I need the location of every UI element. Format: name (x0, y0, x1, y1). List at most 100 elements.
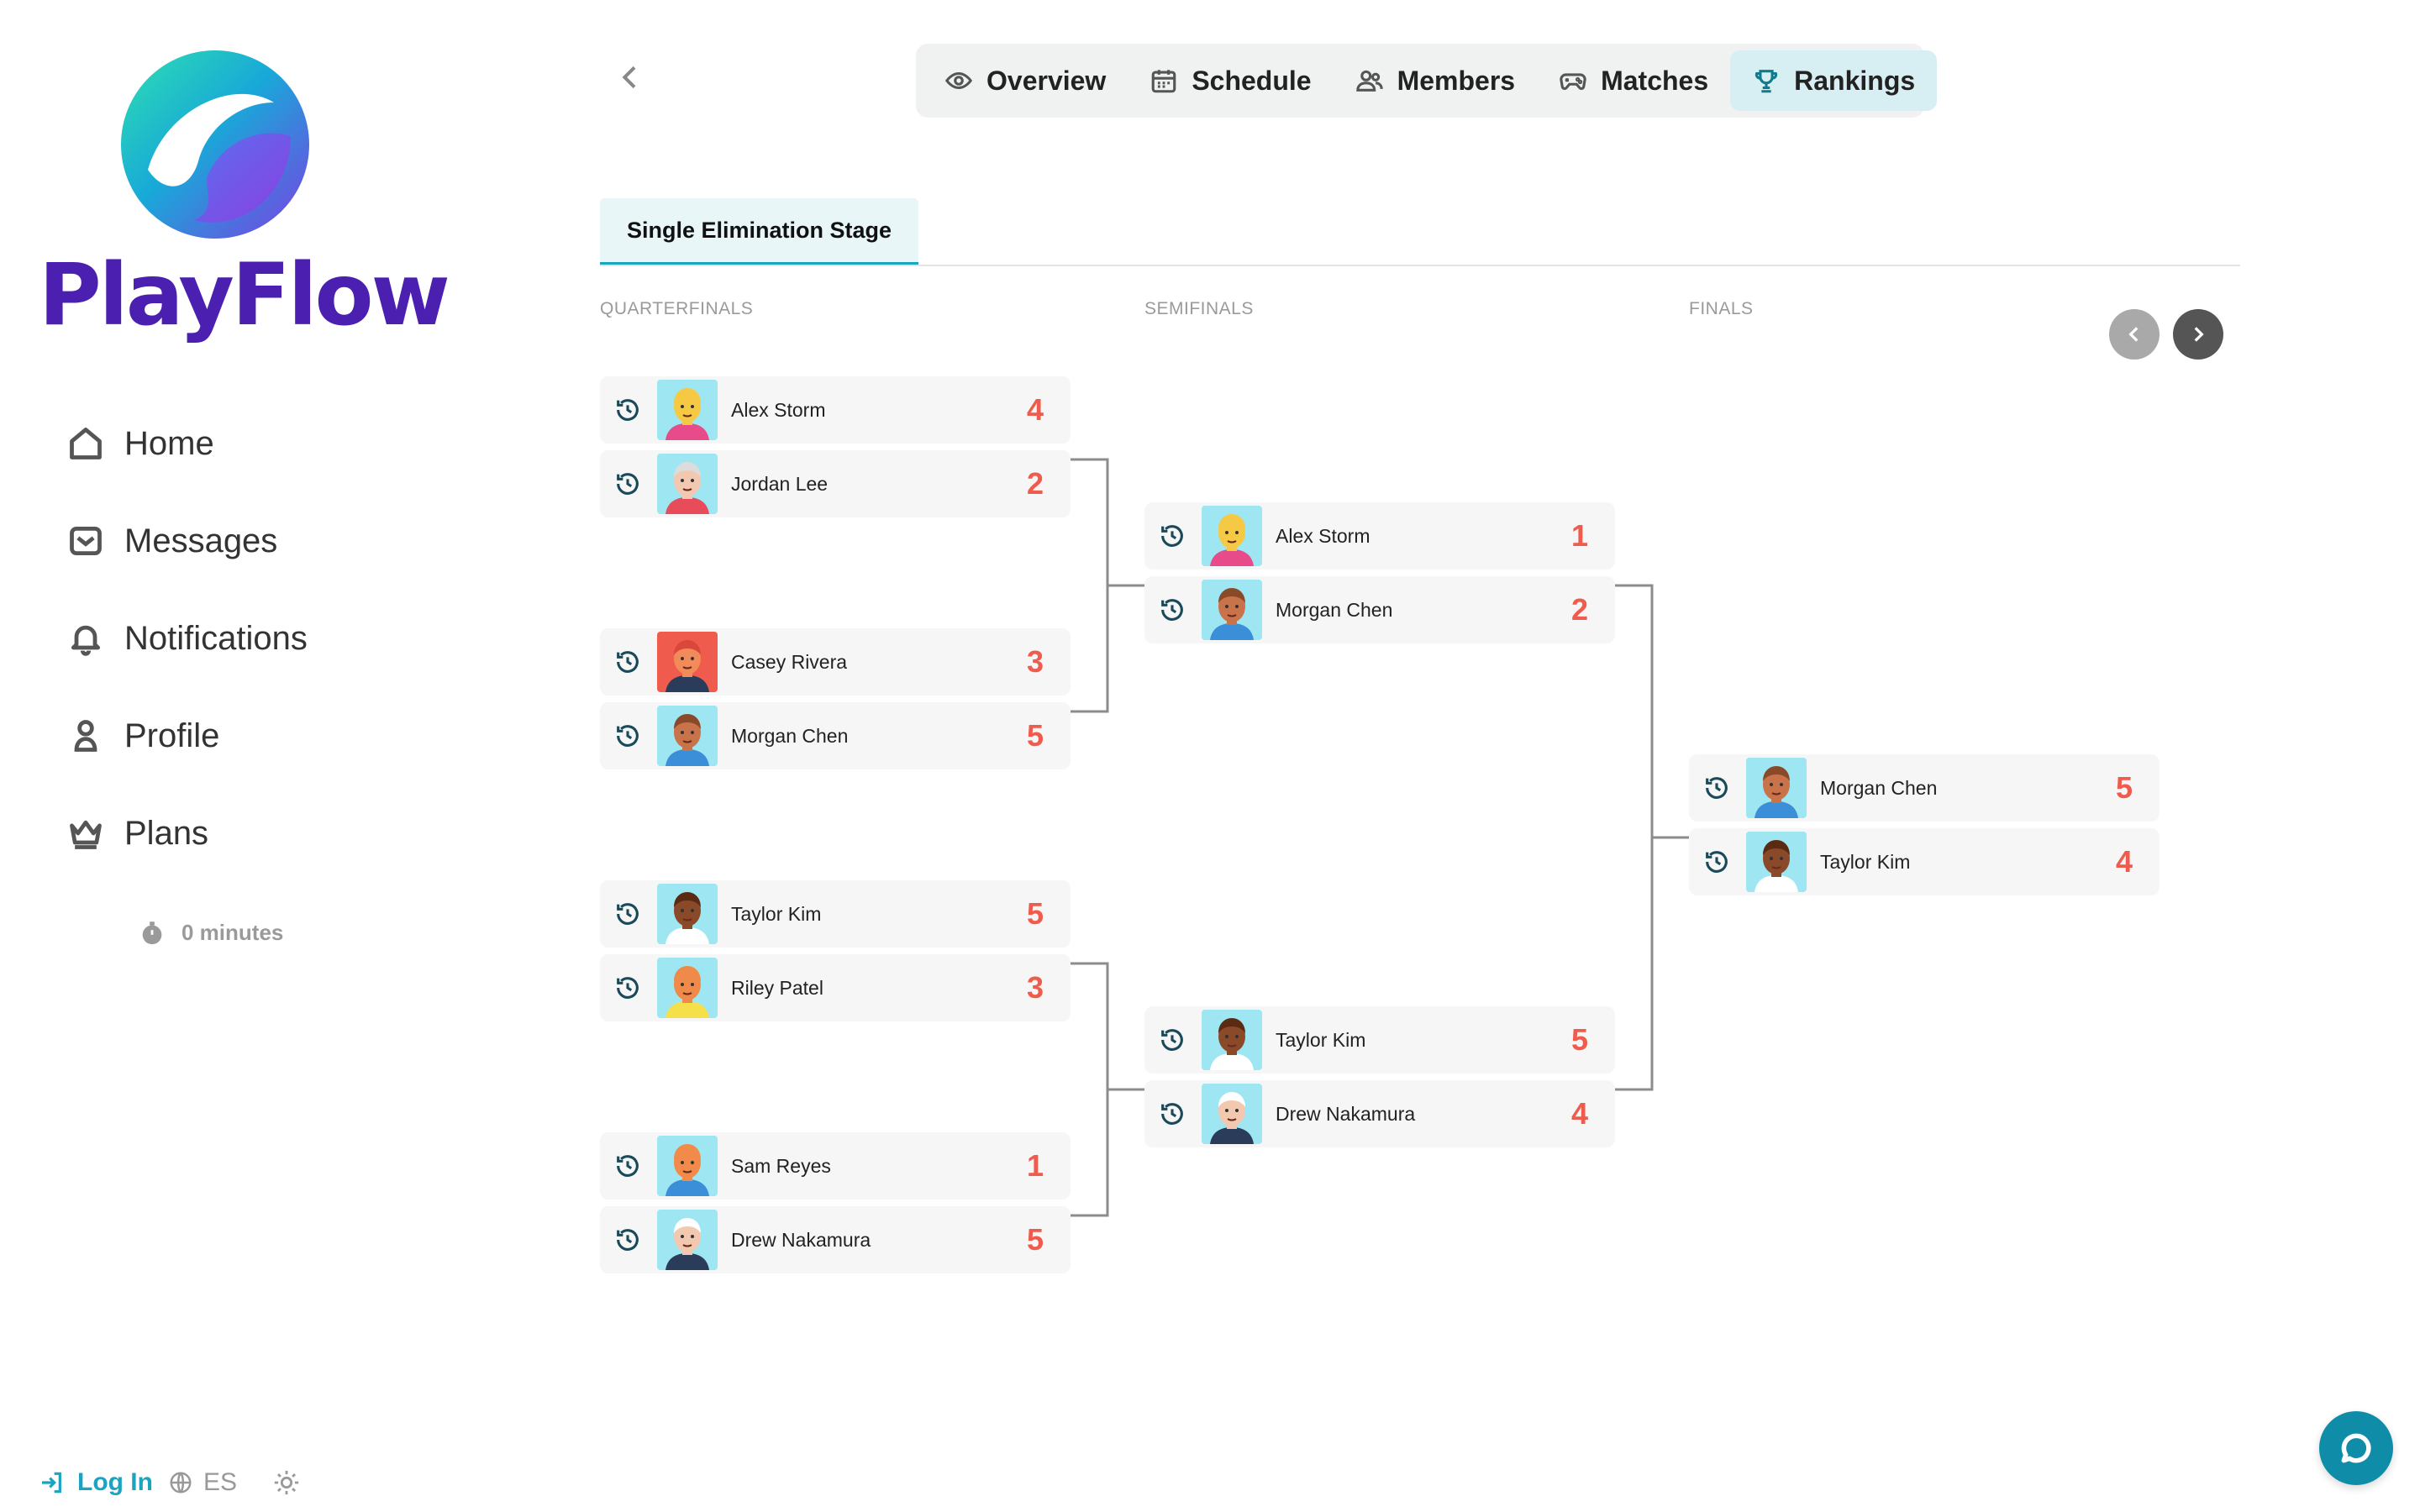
player-avatar (1202, 506, 1262, 566)
player-avatar (657, 1136, 718, 1196)
player-score: 4 (2115, 844, 2133, 879)
history-icon[interactable] (1702, 774, 1731, 802)
player-score: 4 (1570, 1096, 1589, 1131)
logo-wordmark: PlayFlow (39, 245, 450, 345)
player-name: Taylor Kim (1276, 1028, 1366, 1051)
bracket-next-button[interactable] (2173, 309, 2223, 360)
eye-icon (944, 71, 973, 90)
player-name: Alex Storm (1276, 524, 1370, 547)
sidebar-footer: Log In ES (39, 1462, 301, 1504)
player-name: Riley Patel (731, 976, 823, 999)
home-icon (70, 428, 102, 459)
player-avatar (1202, 580, 1262, 640)
player-score: 1 (1026, 1148, 1044, 1183)
history-icon[interactable] (1702, 848, 1731, 876)
player-name: Taylor Kim (731, 902, 822, 925)
login-button[interactable]: Log In (39, 1468, 153, 1497)
stage-tab-label: Single Elimination Stage (627, 217, 892, 243)
history-icon[interactable] (613, 1226, 642, 1254)
sidebar-item-home[interactable]: Home (67, 395, 308, 492)
player-score: 1 (1570, 518, 1589, 553)
player-score: 5 (2115, 770, 2133, 805)
sidebar-item-plans[interactable]: Plans (67, 785, 308, 882)
bracket-player-row[interactable]: Casey Rivera 3 (600, 628, 1071, 696)
player-score: 5 (1026, 896, 1044, 931)
sun-icon[interactable] (272, 1468, 301, 1497)
player-score: 5 (1026, 1222, 1044, 1257)
history-icon[interactable] (1158, 596, 1186, 624)
history-icon[interactable] (613, 396, 642, 424)
history-icon[interactable] (1158, 1026, 1186, 1054)
tab-matches[interactable]: Matches (1537, 50, 1730, 111)
tab-overview[interactable]: Overview (923, 50, 1128, 111)
top-tab-bar: Overview Schedule Members Matches Rankin… (916, 44, 1938, 118)
bracket-player-row[interactable]: Alex Storm 1 (1144, 502, 1615, 570)
history-icon[interactable] (613, 470, 642, 498)
player-name: Casey Rivera (731, 650, 848, 673)
crown-icon (70, 820, 102, 849)
stopwatch-icon (142, 921, 162, 945)
sidebar-item-profile[interactable]: Profile (67, 687, 308, 785)
user-icon (74, 720, 97, 752)
chat-bubble-icon (2341, 1433, 2371, 1463)
bracket-player-row[interactable]: Jordan Lee 2 (600, 450, 1071, 517)
history-icon[interactable] (1158, 1100, 1186, 1128)
history-icon[interactable] (613, 1152, 642, 1180)
player-score: 3 (1026, 970, 1044, 1005)
bracket-player-row[interactable]: Morgan Chen 5 (1689, 754, 2160, 822)
player-avatar (1202, 1010, 1262, 1070)
player-score: 2 (1026, 466, 1044, 501)
player-score: 5 (1570, 1022, 1589, 1057)
language-switcher[interactable]: ES (168, 1468, 237, 1497)
bracket-player-row[interactable]: Riley Patel 3 (600, 954, 1071, 1021)
player-name: Jordan Lee (731, 472, 829, 495)
sidebar-item-label: Plans (124, 814, 209, 852)
player-score: 3 (1026, 644, 1044, 679)
bracket-prev-button[interactable] (2109, 309, 2160, 360)
player-avatar (1746, 832, 1807, 892)
bracket-player-row[interactable]: Alex Storm 4 (600, 376, 1071, 444)
sidebar-nav: Home Messages Notifications Profile Plan… (67, 395, 308, 882)
history-icon[interactable] (1158, 522, 1186, 550)
bracket-player-row[interactable]: Drew Nakamura 4 (1144, 1080, 1615, 1147)
chat-button[interactable] (2319, 1411, 2393, 1485)
history-icon[interactable] (613, 974, 642, 1002)
bracket-player-row[interactable]: Taylor Kim 5 (1144, 1006, 1615, 1074)
player-score: 5 (1026, 718, 1044, 753)
player-avatar (657, 958, 718, 1018)
history-icon[interactable] (613, 722, 642, 750)
logo-mark-icon (121, 50, 309, 239)
player-score: 4 (1026, 392, 1044, 427)
calendar-icon (1152, 70, 1176, 93)
stage-tab[interactable]: Single Elimination Stage (600, 198, 919, 265)
back-chevron-icon[interactable] (613, 60, 647, 94)
player-avatar (657, 380, 718, 440)
player-avatar (657, 1210, 718, 1270)
stage-tab-divider (600, 265, 2240, 266)
player-name: Alex Storm (731, 398, 826, 421)
login-icon (42, 1472, 61, 1494)
player-name: Drew Nakamura (1276, 1102, 1416, 1125)
login-label: Log In (77, 1468, 153, 1496)
tab-label: Rankings (1794, 65, 1916, 96)
tab-rankings[interactable]: Rankings (1730, 50, 1938, 111)
player-avatar (657, 706, 718, 766)
time-counter: 0 minutes (138, 918, 283, 947)
tab-label: Matches (1601, 65, 1709, 96)
sidebar-item-messages[interactable]: Messages (67, 492, 308, 590)
sidebar-item-label: Notifications (124, 619, 308, 657)
history-icon[interactable] (613, 648, 642, 676)
sidebar-item-notifications[interactable]: Notifications (67, 590, 308, 687)
tab-label: Members (1397, 65, 1516, 96)
tab-members[interactable]: Members (1334, 50, 1538, 111)
bracket-player-row[interactable]: Taylor Kim 5 (600, 880, 1071, 948)
player-name: Morgan Chen (1820, 776, 1938, 799)
history-icon[interactable] (613, 900, 642, 928)
round-label-semifinals: SEMIFINALS (1144, 299, 1254, 318)
tab-schedule[interactable]: Schedule (1128, 50, 1333, 111)
